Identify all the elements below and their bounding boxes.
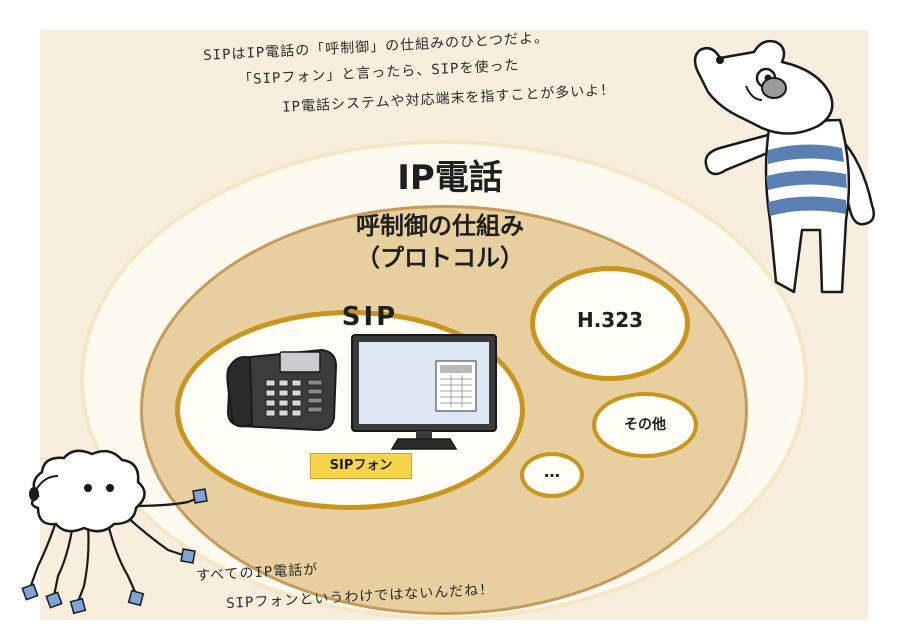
ip-phone-title: IP電話 <box>397 158 503 198</box>
other-label: その他 <box>624 417 666 433</box>
h323-ellipse <box>530 266 690 381</box>
bear-character <box>693 39 875 294</box>
other-ellipse <box>592 392 698 458</box>
dots-ellipse <box>520 452 584 498</box>
computer-monitor-icon <box>351 334 497 450</box>
cloud-character <box>21 449 208 615</box>
protocol-title-line2: （プロトコル） <box>356 244 524 272</box>
desk-phone-icon <box>226 348 338 432</box>
dots-label: … <box>544 462 560 481</box>
h323-label: H.323 <box>576 308 644 332</box>
sip-title: SIP <box>341 302 399 332</box>
protocol-title: 呼制御の仕組み （プロトコル） <box>290 210 590 274</box>
sip-phone-badge: SIPフォン <box>310 453 412 479</box>
protocol-title-line1: 呼制御の仕組み <box>356 212 524 240</box>
